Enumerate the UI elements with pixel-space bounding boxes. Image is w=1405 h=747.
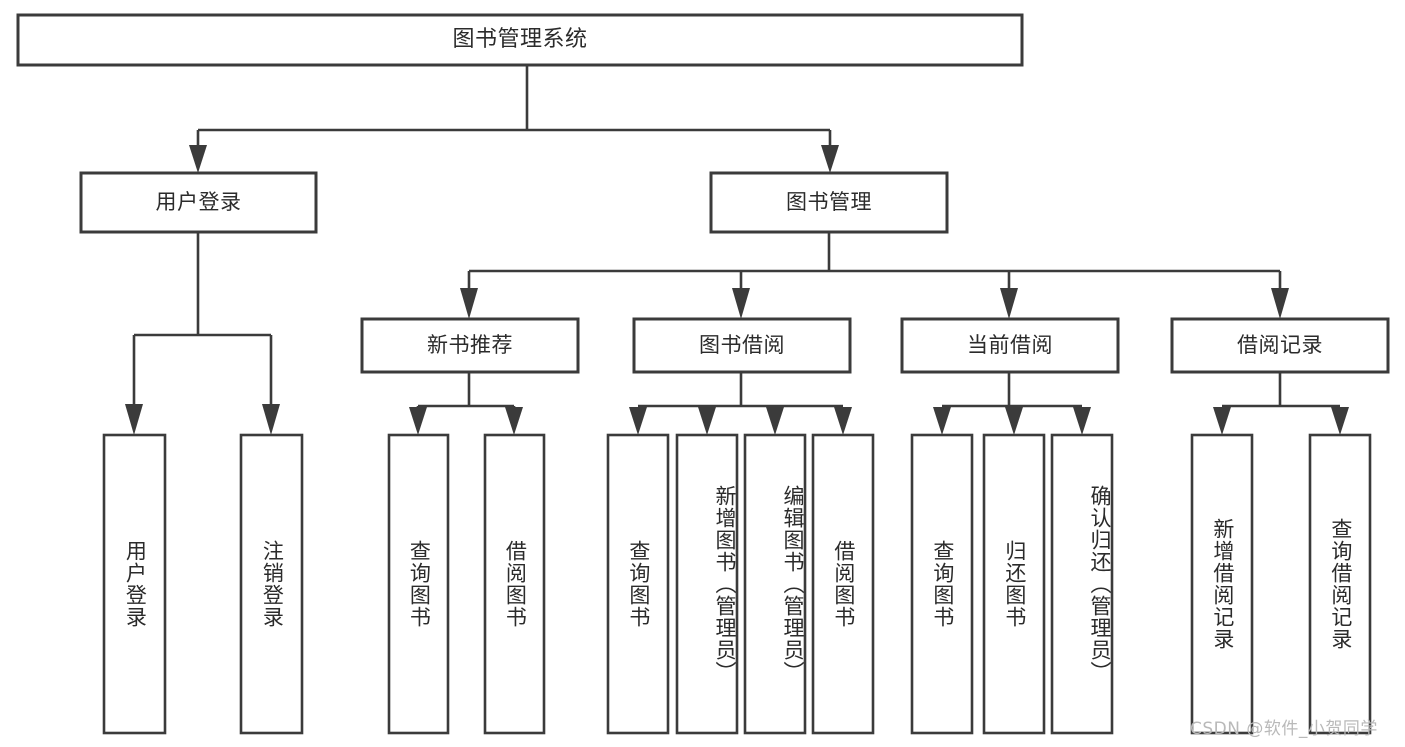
node-box-book-management[interactable] [709,171,949,234]
node-box-leaf-new-book-0[interactable] [387,433,450,735]
arrow-head-leaf-new-book-0 [409,407,427,435]
node-box-leaf-book-borrow-2[interactable] [743,433,807,735]
arrow-head-leaf-book-borrow-2 [766,407,784,435]
node-box-root[interactable] [16,13,1024,67]
arrow-head-leaf-borrow-record-1 [1331,407,1349,435]
node-box-leaf-user-login-0[interactable] [102,433,167,735]
node-box-leaf-book-borrow-3[interactable] [811,433,875,735]
arrow-head-book-borrow [732,288,750,319]
node-box-leaf-new-book-1[interactable] [483,433,546,735]
node-box-new-book-recommend[interactable] [360,317,580,374]
node-box-borrow-record[interactable] [1170,317,1390,374]
node-box-user-login[interactable] [79,171,318,234]
arrow-head-leaf-new-book-1 [505,407,523,435]
node-box-leaf-current-borrow-0[interactable] [910,433,974,735]
arrow-head-leaf-current-borrow-1 [1005,407,1023,435]
node-box-leaf-current-borrow-1[interactable] [982,433,1046,735]
node-box-leaf-book-borrow-0[interactable] [606,433,670,735]
arrow-head-leaf-book-borrow-1 [698,407,716,435]
arrow-head-book-management [821,145,839,173]
node-box-leaf-borrow-record-0[interactable] [1190,433,1254,735]
arrow-head-current-borrow [1000,288,1018,319]
node-box-current-borrow[interactable] [900,317,1120,374]
arrow-head-borrow-record [1271,288,1289,319]
arrow-head-leaf-book-borrow-3 [834,407,852,435]
arrow-head-leaf-book-borrow-0 [629,407,647,435]
arrow-head-leaf-current-borrow-2 [1073,407,1091,435]
node-box-book-borrow[interactable] [632,317,852,374]
node-box-leaf-user-login-1[interactable] [239,433,304,735]
arrow-head-user-login [189,145,207,173]
arrow-head-leaf-user-login-0 [125,404,143,435]
arrow-head-new-book-recommend [460,288,478,319]
node-box-leaf-book-borrow-1[interactable] [675,433,739,735]
node-box-leaf-current-borrow-2[interactable] [1050,433,1114,735]
node-box-leaf-borrow-record-1[interactable] [1308,433,1372,735]
arrow-head-leaf-user-login-1 [262,404,280,435]
arrow-head-leaf-current-borrow-0 [933,407,951,435]
arrow-head-leaf-borrow-record-0 [1213,407,1231,435]
